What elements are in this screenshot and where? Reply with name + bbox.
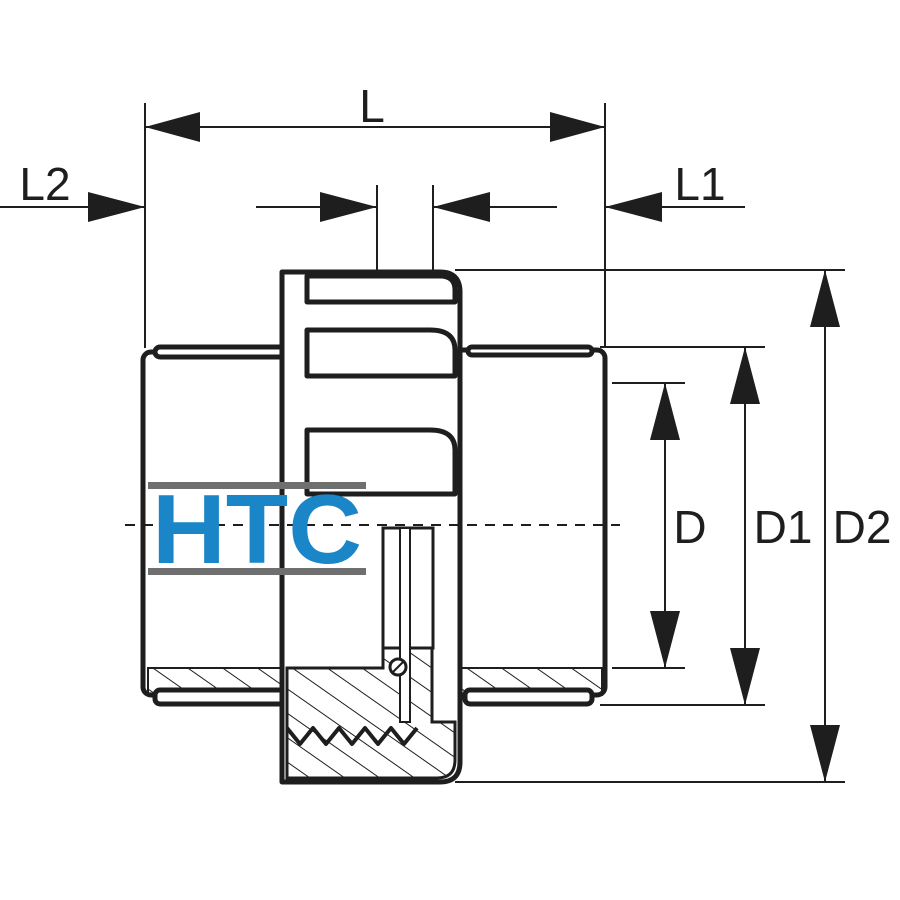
arrow-head <box>730 347 760 404</box>
label-L1: L1 <box>674 158 725 210</box>
label-L: L <box>359 80 385 132</box>
arrow-head <box>605 192 662 222</box>
dimension-gap <box>256 192 557 222</box>
dimension-D: D <box>650 383 707 668</box>
dimension-L2: L2 <box>0 158 145 222</box>
dimension-L1: L1 <box>605 158 745 222</box>
dimension-D1: D1 <box>730 347 812 705</box>
arrow-head <box>810 270 840 327</box>
dimension-D2: D2 <box>810 270 891 782</box>
arrow-head <box>550 112 605 142</box>
arrow-head <box>810 725 840 782</box>
label-D1: D1 <box>754 501 813 553</box>
logo-bar-top <box>148 482 366 489</box>
arrow-head <box>320 192 377 222</box>
htc-logo: HTC <box>148 474 366 584</box>
arrow-head <box>650 611 680 668</box>
dimension-L: L <box>145 80 605 142</box>
label-D2: D2 <box>833 501 892 553</box>
arrow-head <box>730 648 760 705</box>
right-pipe-end <box>452 344 608 707</box>
logo-text: HTC <box>152 474 362 584</box>
arrow-head <box>433 192 490 222</box>
arrow-head <box>145 112 200 142</box>
union-nut <box>279 269 463 785</box>
arrow-head <box>650 383 680 440</box>
label-D: D <box>673 501 706 553</box>
label-L2: L2 <box>19 158 70 210</box>
logo-bar-bottom <box>148 568 366 575</box>
arrow-head <box>88 192 145 222</box>
